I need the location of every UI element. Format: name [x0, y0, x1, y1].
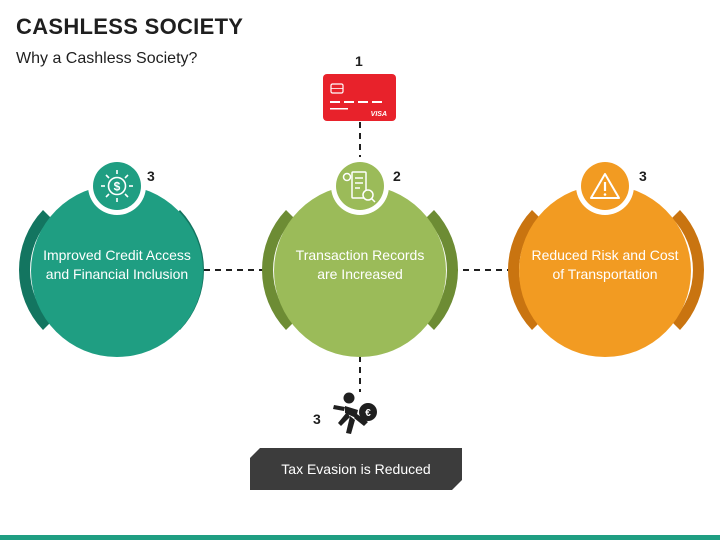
warning-icon: [590, 173, 620, 199]
node-center-arc-right: [426, 210, 459, 330]
node-bottom-number: 3: [313, 411, 321, 427]
page-title: CASHLESS SOCIETY: [16, 14, 244, 39]
node-right: [508, 157, 704, 357]
node-left-arc: [18, 210, 51, 330]
node-right-number: 3: [639, 168, 647, 184]
node-center: [262, 157, 459, 357]
node-center-arc: [262, 210, 294, 330]
svg-text:$: $: [114, 180, 121, 194]
tax-evasion-label: Tax Evasion is Reduced: [281, 461, 431, 477]
node-center-circle: [274, 185, 446, 357]
node-center-number: 2: [393, 168, 401, 184]
svg-text:€: €: [365, 408, 371, 419]
node-center-label: Transaction Records are Increased: [295, 247, 425, 282]
node-right-label: Reduced Risk and Cost of Transportation: [531, 247, 679, 282]
node-left-label: Improved Credit Access and Financial Inc…: [43, 247, 191, 282]
tax-evasion-box: Tax Evasion is Reduced: [250, 448, 462, 490]
card-brand-text: VISA: [371, 111, 387, 118]
node-center-icon-bg: [336, 162, 384, 210]
node-right-circle: [519, 185, 691, 357]
node-left-circle: [31, 185, 203, 357]
node-left: $: [18, 157, 204, 357]
dollar-network-icon: $: [101, 170, 133, 202]
node-top-number: 1: [355, 53, 363, 69]
receipt-search-icon: [342, 171, 376, 203]
node-left-number: 3: [147, 168, 155, 184]
bottom-accent-bar: [0, 535, 720, 540]
thief-running-icon: €: [333, 392, 377, 434]
credit-card-icon: VISA: [323, 74, 396, 121]
node-left-icon-bg: [93, 162, 141, 210]
node-right-arc: [508, 210, 540, 330]
page-subtitle: Why a Cashless Society?: [16, 50, 198, 67]
node-right-arc-right: [672, 210, 704, 330]
